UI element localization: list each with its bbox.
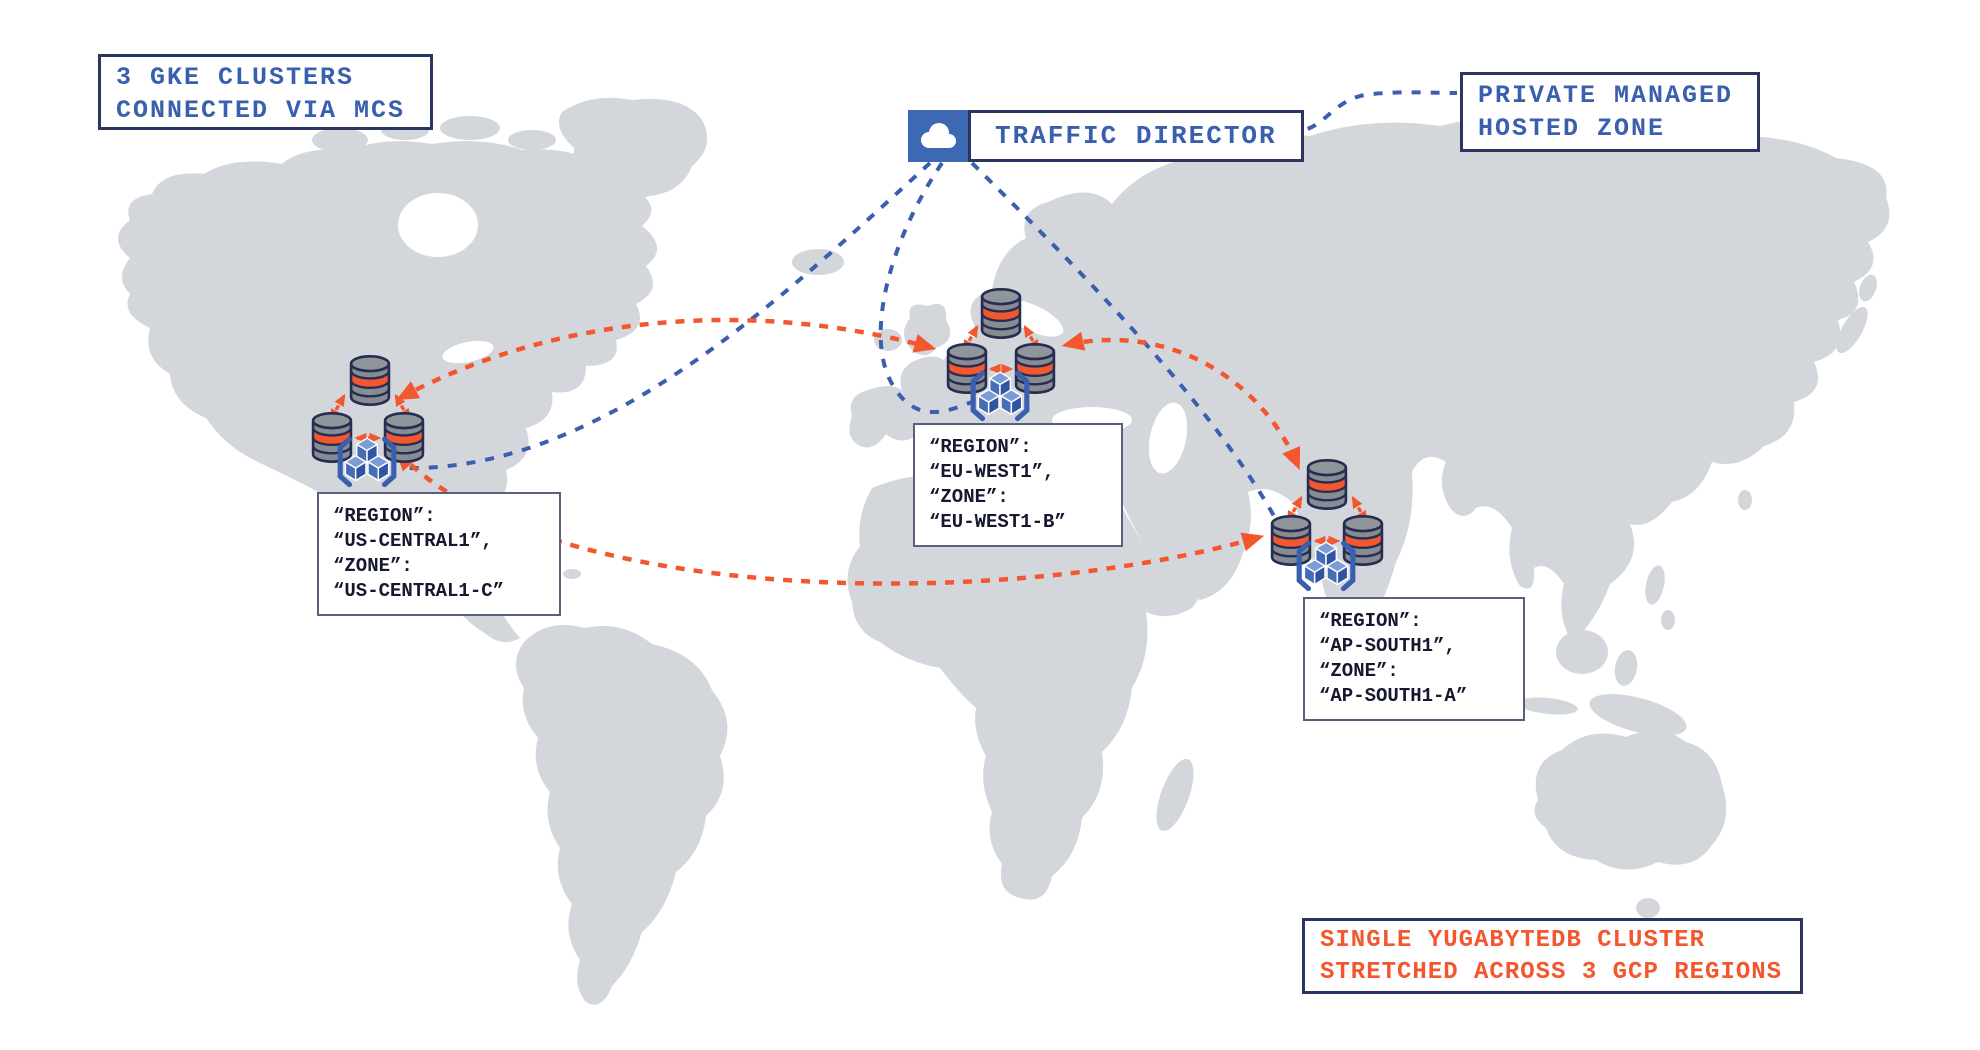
region-label-line: “EU-WEST1”, xyxy=(929,461,1055,483)
continent-greenland xyxy=(558,97,708,200)
note-line: CONNECTED VIA MCS xyxy=(116,96,406,125)
database-icon xyxy=(1342,515,1384,566)
replication-routes xyxy=(395,317,1301,586)
region-label-line: “ZONE”: xyxy=(1319,660,1399,682)
replication-us-ap xyxy=(395,448,1265,586)
database-icon xyxy=(349,355,391,406)
note-line: STRETCHED ACROSS 3 GCP REGIONS xyxy=(1320,959,1783,986)
region-label-line: “US-CENTRAL1”, xyxy=(333,530,493,552)
note-line: PRIVATE MANAGED xyxy=(1478,81,1734,110)
database-icon xyxy=(383,412,425,463)
database-icon xyxy=(311,412,353,463)
database-icon xyxy=(1270,515,1312,566)
region-label-us-central1: “REGION”: “US-CENTRAL1”, “ZONE”: “US-CEN… xyxy=(317,492,561,616)
database-icon xyxy=(946,343,988,394)
traffic-director-box: TRAFFIC DIRECTOR xyxy=(968,110,1304,162)
island-madagascar xyxy=(1156,758,1194,832)
region-label-line: “ZONE”: xyxy=(333,555,413,577)
database-icon xyxy=(1306,459,1348,510)
island-tasmania xyxy=(1636,898,1660,918)
traffic-director-label: TRAFFIC DIRECTOR xyxy=(995,121,1277,151)
island-iceland xyxy=(792,249,844,275)
continent-eurasia xyxy=(849,116,1890,643)
note-line: SINGLE YUGABYTEDB CLUSTER xyxy=(1320,927,1706,954)
island-new-guinea xyxy=(1589,694,1687,736)
continent-africa xyxy=(847,473,1199,900)
region-label-ap-south1: “REGION”: “AP-SOUTH1”, “ZONE”: “AP-SOUTH… xyxy=(1303,597,1525,721)
region-label-eu-west1: “REGION”: “EU-WEST1”, “ZONE”: “EU-WEST1-… xyxy=(913,423,1123,547)
replication-us-eu xyxy=(396,317,937,401)
hosted-zone-note: PRIVATE MANAGED HOSTED ZONE xyxy=(1460,72,1760,152)
td-to-ap-route xyxy=(970,161,1300,565)
note-line: HOSTED ZONE xyxy=(1478,114,1666,143)
continent-australia xyxy=(1534,730,1727,870)
td-to-hostedzone-link xyxy=(1288,90,1458,134)
island-japan xyxy=(1836,306,1868,354)
region-label-line: “EU-WEST1-B” xyxy=(929,511,1066,533)
replication-eu-ap xyxy=(1061,331,1301,471)
traffic-director: TRAFFIC DIRECTOR xyxy=(908,110,1304,162)
region-label-line: “REGION”: xyxy=(929,436,1032,458)
region-label-line: “REGION”: xyxy=(333,505,436,527)
gke-clusters-note: 3 GKE CLUSTERS CONNECTED VIA MCS xyxy=(98,54,433,130)
database-icon xyxy=(1014,343,1056,394)
yugabyte-note: SINGLE YUGABYTEDB CLUSTER STRETCHED ACRO… xyxy=(1302,918,1803,994)
region-label-line: “REGION”: xyxy=(1319,610,1422,632)
region-label-line: “AP-SOUTH1”, xyxy=(1319,635,1456,657)
continent-south-america xyxy=(516,625,728,1005)
note-line: 3 GKE CLUSTERS xyxy=(116,63,355,92)
region-label-line: “ZONE”: xyxy=(929,486,1009,508)
database-icon xyxy=(980,288,1022,339)
cloud-icon xyxy=(908,110,968,162)
region-label-line: “AP-SOUTH1-A” xyxy=(1319,685,1468,707)
world-map xyxy=(118,97,1890,1005)
region-label-line: “US-CENTRAL1-C” xyxy=(333,580,505,602)
